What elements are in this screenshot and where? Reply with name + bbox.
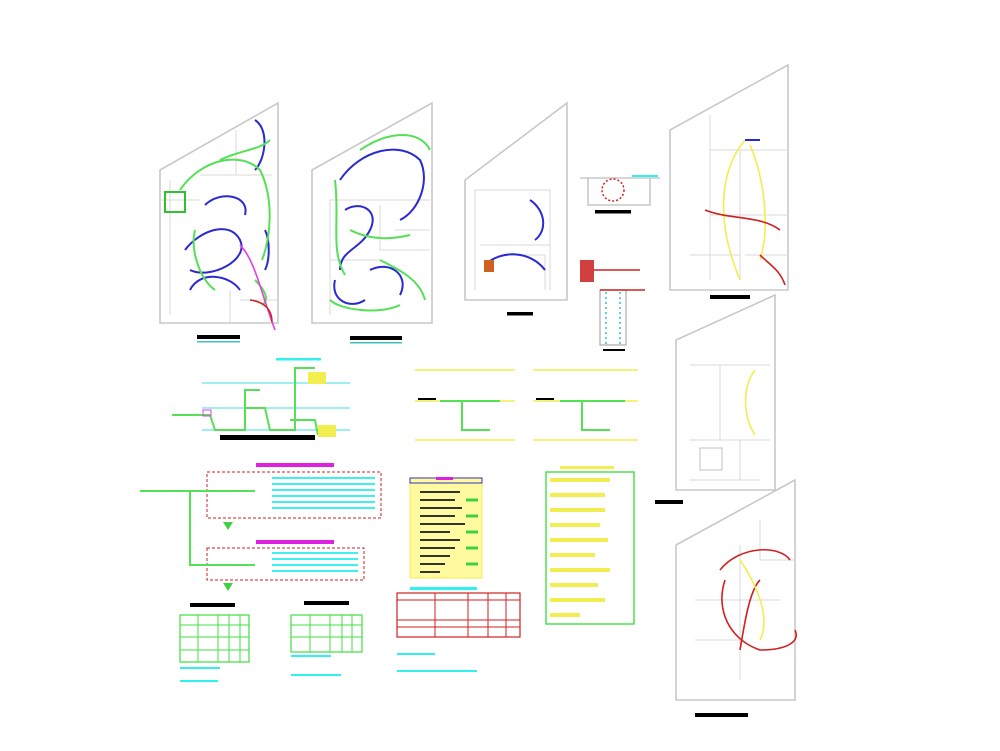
- plan-6-title: [695, 713, 748, 717]
- plan-2-title: [350, 336, 402, 340]
- schematic-title: [220, 435, 315, 440]
- floor-plan-1: [159, 101, 279, 343]
- plan-4-title: [710, 295, 750, 299]
- detail-meter-box: [580, 175, 660, 214]
- floor-plan-3: [464, 101, 568, 316]
- riser-detail: [580, 260, 645, 351]
- floor-plan-2: [311, 101, 433, 344]
- summary-table: [396, 587, 521, 672]
- single-line-diagrams: [140, 463, 382, 591]
- section-detail-1: [415, 369, 515, 441]
- section-detail-2: [533, 369, 638, 441]
- plan-1-title: [197, 335, 240, 339]
- floor-plan-4: [669, 63, 789, 299]
- general-notes: [545, 466, 635, 625]
- detail-title: [595, 210, 631, 214]
- floor-plan-5: [655, 293, 776, 504]
- riser-schematic: [172, 358, 350, 440]
- floor-plan-6: [675, 478, 797, 717]
- plan-3-title: [507, 312, 533, 316]
- plan-5-title: [655, 500, 683, 504]
- load-table-1: [179, 603, 250, 682]
- symbol-legend: [409, 477, 483, 579]
- load-table-2: [290, 601, 363, 676]
